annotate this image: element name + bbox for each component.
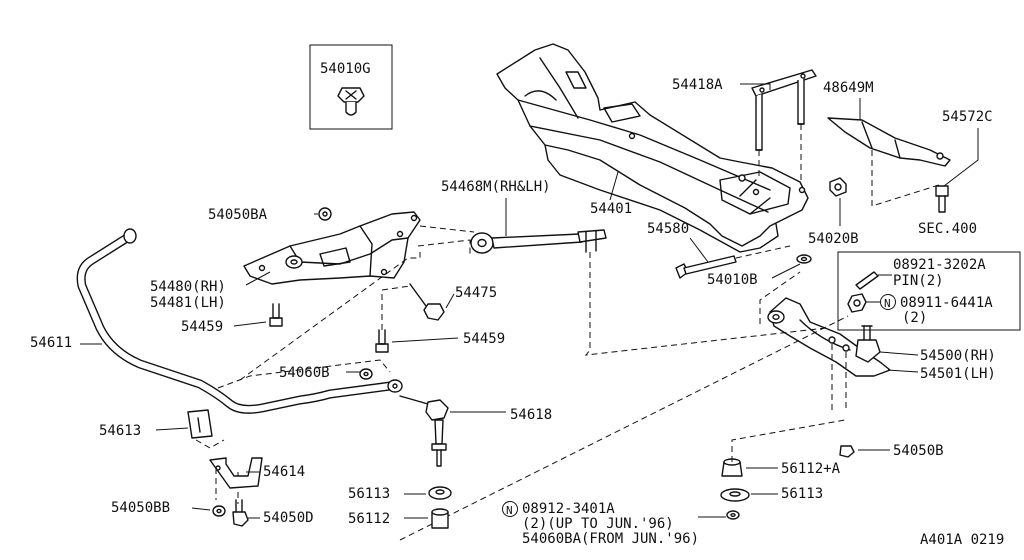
lower-arm-54500 [767,297,891,412]
link-rod-54468M [470,229,607,254]
label-54468M: 54468M(RH&LH) [441,179,551,195]
bolt-54459-a [269,303,283,327]
stabilizer-link-54618 [399,395,449,467]
clip-icon [337,87,365,116]
bolt-plate-54418A [751,69,817,180]
label-56112A: 56112+A [781,461,841,477]
bushing-54613 [187,409,213,439]
label-54010G: 54010G [320,61,371,77]
bolt-54459-b [375,329,389,353]
bolt-54580 [675,245,791,279]
label-08912-note: (2)(UP TO JUN.'96) [522,516,674,532]
bushing-56112 [431,508,449,529]
label-54010B: 54010B [707,272,758,288]
label-54618: 54618 [510,407,552,423]
n-symbol-08912 [502,501,518,517]
label-ref: A401A 0219 [920,532,1004,548]
label-54060B: 54060B [279,365,330,381]
label-48649M: 48649M [823,80,874,96]
label-54459a: 54459 [181,319,223,335]
label-54480: 54480(RH) [150,279,226,295]
stabilizer-bar-54611 [76,228,403,414]
label-54611: 54611 [30,335,72,351]
label-54500: 54500(RH) [920,348,996,364]
label-54580: 54580 [647,221,689,237]
label-54614: 54614 [263,464,305,480]
label-56113a: 56113 [348,486,390,502]
label-SEC400: SEC.400 [918,221,977,237]
label-08911: 08911-6441A [900,295,993,311]
label-54050D: 54050D [263,510,314,526]
bracket-54614 [209,457,263,489]
n-symbol-text-08912: N [506,504,513,517]
bolt-54050D [232,499,249,527]
washer-54010B [796,254,812,264]
label-54050BA: 54050BA [208,207,268,223]
label-PIN: PIN(2) [893,273,944,289]
label-54401: 54401 [590,201,632,217]
n-symbol-08911 [880,294,896,310]
label-54481: 54481(LH) [150,295,226,311]
label-54050BB: 54050BB [111,500,170,516]
nut-54050B [839,445,855,458]
washer-54060B [359,368,373,380]
label-08921: 08921-3202A [893,257,986,273]
label-08912: 08912-3401A [522,501,615,517]
washer-56113-right [720,488,750,502]
member-54480 [243,211,421,285]
label-56112: 56112 [348,511,390,527]
label-56113b: 56113 [781,486,823,502]
label-54613: 54613 [99,423,141,439]
label-54572C: 54572C [942,109,993,125]
nut-54050BB [212,505,226,517]
detail-box [837,251,1021,331]
label-08911-qty: (2) [902,310,927,326]
bolt-54475 [409,283,445,321]
label-54418A: 54418A [672,77,723,93]
shield-48649M [827,117,951,167]
washer-56113-left [428,486,452,500]
washer-54050BA [318,207,332,221]
subframe-54401 [496,43,809,253]
screw-54572C [935,185,949,213]
label-54020B: 54020B [808,231,859,247]
n-symbol-text-08911: N [884,297,891,310]
label-54459b: 54459 [463,331,505,347]
nut-54020B [829,177,847,197]
label-54501: 54501(LH) [920,366,996,382]
nut-08912 [726,510,740,520]
inset-clip-54010G: 54010G [309,44,393,130]
label-54475: 54475 [455,285,497,301]
label-54060BA: 54060BA(FROM JUN.'96) [522,531,699,547]
label-54050B: 54050B [893,443,944,459]
